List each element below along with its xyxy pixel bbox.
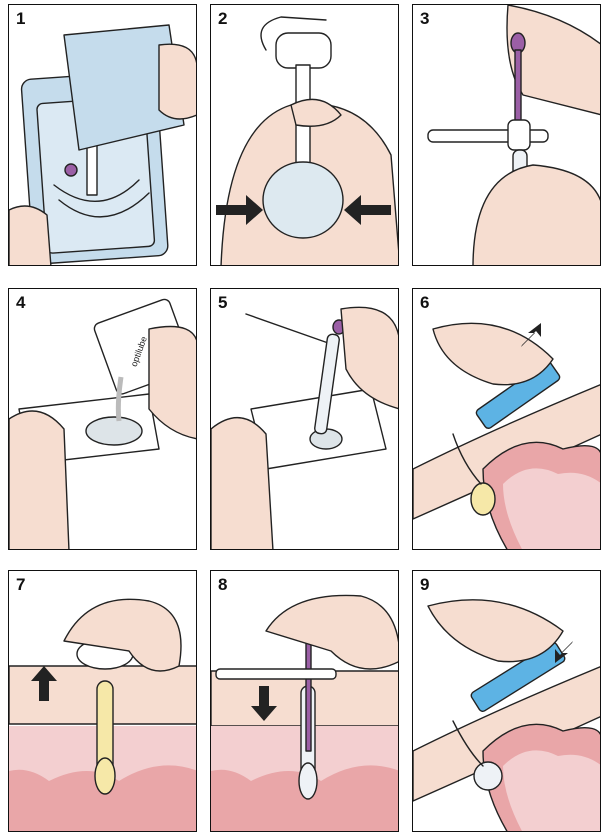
seat-tube-illustration bbox=[9, 598, 196, 831]
insert-tube-stoma-illustration bbox=[413, 322, 600, 549]
fill-balloon-illustration bbox=[413, 599, 600, 831]
step-2-panel: 2 bbox=[210, 4, 399, 266]
step-1-number: 1 bbox=[16, 9, 26, 28]
inflate-balloon-illustration bbox=[216, 16, 398, 265]
step-9-number: 9 bbox=[420, 575, 430, 594]
remove-stylet-illustration bbox=[211, 594, 398, 831]
step-4-panel: 4 optilube bbox=[8, 288, 197, 550]
step-9-panel: 9 bbox=[412, 570, 601, 832]
insert-stylet-illustration bbox=[427, 5, 600, 265]
lubricate-tube-illustration bbox=[211, 306, 398, 549]
step-7-number: 7 bbox=[16, 575, 26, 594]
step-8-number: 8 bbox=[218, 575, 228, 594]
step-4-number: 4 bbox=[16, 293, 26, 312]
step-8-panel: 8 bbox=[210, 570, 399, 832]
apply-lubricant-illustration: optilube bbox=[9, 298, 196, 549]
step-2-number: 2 bbox=[218, 9, 228, 28]
step-3-panel: 3 bbox=[412, 4, 601, 266]
open-package-illustration bbox=[9, 24, 196, 265]
step-3-number: 3 bbox=[420, 9, 430, 28]
step-7-panel: 7 bbox=[8, 570, 197, 832]
step-5-number: 5 bbox=[218, 293, 228, 312]
step-6-panel: 6 bbox=[412, 288, 601, 550]
step-5-panel: 5 bbox=[210, 288, 399, 550]
step-6-number: 6 bbox=[420, 293, 430, 312]
step-1-panel: 1 bbox=[8, 4, 197, 266]
